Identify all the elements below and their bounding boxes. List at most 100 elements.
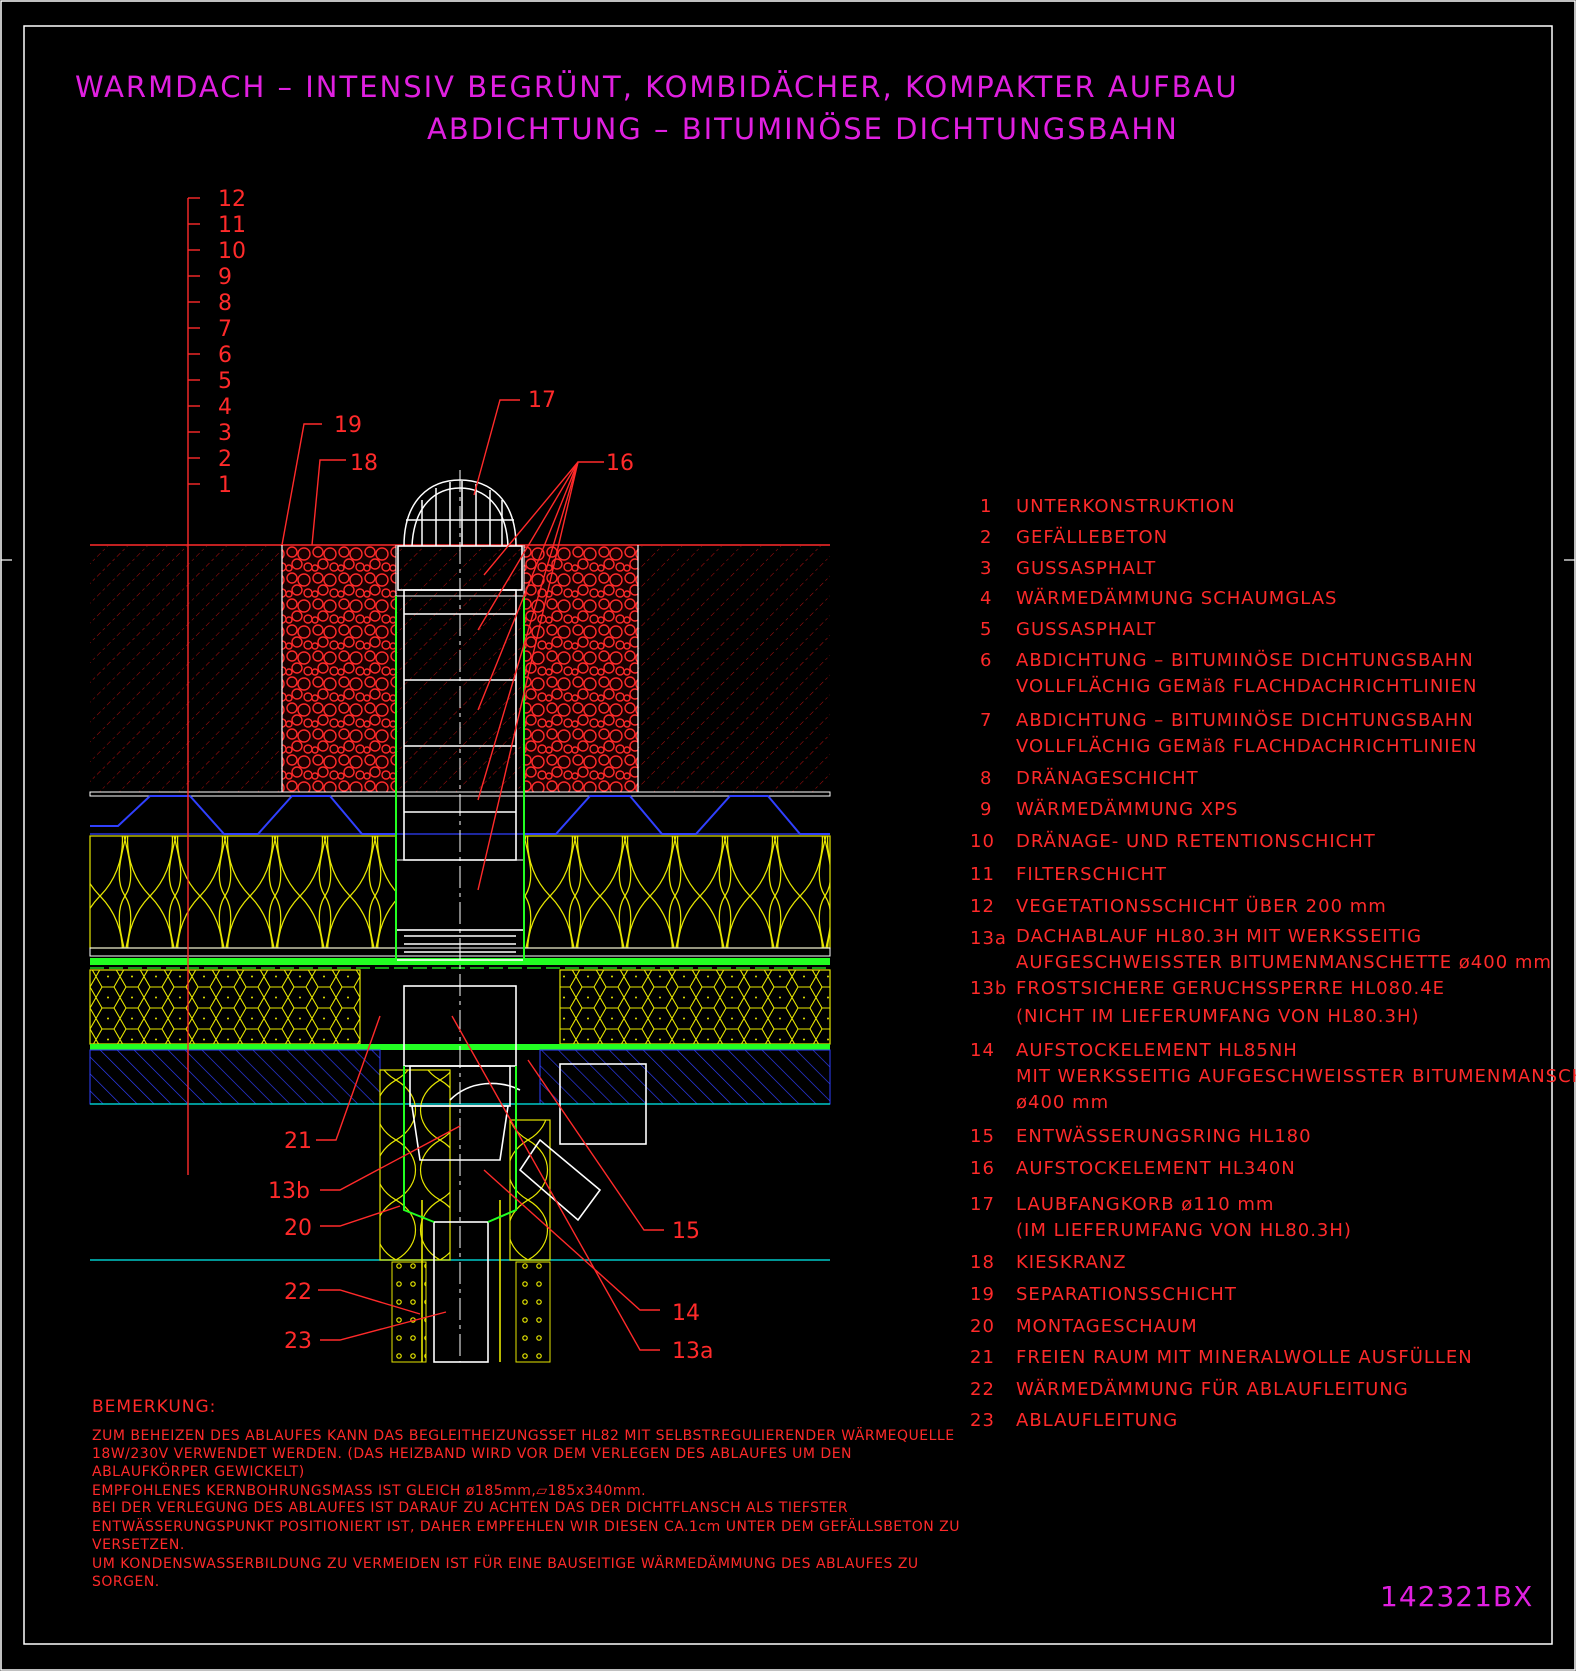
- xps-insulation-left: [89, 835, 397, 949]
- scale-label: 1: [218, 473, 232, 498]
- scale-label: 3: [218, 421, 232, 446]
- legend-num-10: 10: [970, 831, 995, 852]
- gravel-ring-right: [524, 546, 638, 792]
- callout-13b: 13b: [268, 1179, 310, 1204]
- legend-num-21: 21: [970, 1347, 995, 1368]
- remark-line: ABLAUFKÖRPER GEWICKELT): [92, 1462, 305, 1480]
- legend-text-14b: MIT WERKSSEITIG AUFGESCHWEISSTER BITUMEN…: [1016, 1066, 1576, 1087]
- legend-text-13b-a: FROSTSICHERE GERUCHSSPERRE HL080.4E: [1016, 978, 1445, 999]
- remark-line: ENTWÄSSERUNGSPUNKT POSITIONIERT IST, DAH…: [92, 1517, 960, 1535]
- foam-glass-right: [559, 969, 831, 1045]
- legend-num-8: 8: [980, 768, 992, 789]
- legend-num-11: 11: [970, 864, 995, 885]
- remark-line: SORGEN.: [92, 1574, 160, 1590]
- inner-frame: [23, 25, 1553, 1645]
- slope-concrete-left: [89, 1049, 381, 1105]
- membrane-upper: [90, 958, 830, 965]
- legend-text-17a: LAUBFANGKORB ø110 mm: [1016, 1194, 1274, 1215]
- legend-text-22: WÄRMEDÄMMUNG FÜR ABLAUFLEITUNG: [1016, 1378, 1409, 1400]
- legend-text-9: WÄRMEDÄMMUNG XPS: [1016, 799, 1238, 820]
- legend-text-17b: (IM LIEFERUMFANG VON HL80.3H): [1016, 1220, 1352, 1241]
- remark-line: 18W/230V VERWENDET WERDEN. (DAS HEIZBAND…: [92, 1446, 852, 1462]
- legend-text-7b: VOLLFLÄCHIG GEMäß FLACHDACHRICHTLINIEN: [1016, 736, 1477, 757]
- legend-text-21: FREIEN RAUM MIT MINERALWOLLE AUSFÜLLEN: [1016, 1346, 1473, 1368]
- foam-glass-left: [89, 969, 361, 1045]
- title-line-2: ABDICHTUNG – BITUMINÖSE DICHTUNGSBAHN: [427, 112, 1179, 146]
- legend-text-20: MONTAGESCHAUM: [1016, 1316, 1198, 1337]
- legend-text-5: GUSSASPHALT: [1016, 619, 1156, 640]
- callout-16: 16: [606, 451, 634, 476]
- xps-insulation-right: [523, 835, 831, 949]
- legend-text-8: DRÄNAGESCHICHT: [1016, 768, 1199, 789]
- callout-15: 15: [672, 1219, 700, 1244]
- callout-19: 19: [334, 413, 362, 438]
- legend-num-7: 7: [980, 710, 992, 731]
- scale-label: 5: [218, 369, 232, 394]
- remark-line: ZUM BEHEIZEN DES ABLAUFES KANN DAS BEGLE…: [92, 1426, 955, 1444]
- pipe-insulation-left: [391, 1261, 427, 1363]
- remark: BEMERKUNG: ZUM BEHEIZEN DES ABLAUFES KAN…: [92, 1397, 960, 1590]
- legend-num-16: 16: [970, 1158, 995, 1179]
- legend-text-19: SEPARATIONSSCHICHT: [1016, 1284, 1237, 1305]
- legend-text-7a: ABDICHTUNG – BITUMINÖSE DICHTUNGSBAHN: [1016, 709, 1474, 731]
- legend-num-5: 5: [980, 619, 992, 640]
- legend-text-6a: ABDICHTUNG – BITUMINÖSE DICHTUNGSBAHN: [1016, 649, 1474, 671]
- callout-23: 23: [284, 1329, 312, 1354]
- legend-num-12: 12: [970, 896, 995, 917]
- drawing-code: 142321BX: [1380, 1580, 1533, 1613]
- remark-line: BEI DER VERLEGUNG DES ABLAUFES IST DARAU…: [92, 1500, 848, 1516]
- slope-concrete-right: [539, 1049, 831, 1105]
- scale-label: 9: [218, 265, 232, 290]
- roof-section: [89, 470, 831, 1363]
- gravel-ring-left: [282, 546, 396, 792]
- legend-num-18: 18: [970, 1252, 995, 1273]
- legend-text-3: GUSSASPHALT: [1016, 558, 1156, 579]
- scale-label: 8: [218, 291, 232, 316]
- legend-text-10: DRÄNAGE- UND RETENTIONSCHICHT: [1016, 831, 1376, 852]
- remark-line: EMPFOHLENES KERNBOHRUNGSMASS IST GLEICH …: [92, 1483, 646, 1499]
- legend-text-13a-a: DACHABLAUF HL80.3H MIT WERKSSEITIG: [1016, 926, 1422, 947]
- legend-num-17: 17: [970, 1194, 995, 1215]
- callout-20: 20: [284, 1216, 312, 1241]
- layer-scale-labels: 12 11 10 9 8 7 6 5 4 3 2 1: [218, 187, 246, 498]
- scale-label: 2: [218, 447, 232, 472]
- remark-line: UM KONDENSWASSERBILDUNG ZU VERMEIDEN IST…: [92, 1554, 919, 1572]
- legend-text-2: GEFÄLLEBETON: [1016, 527, 1168, 548]
- legend-text-13b-b: (NICHT IM LIEFERUMFANG VON HL80.3H): [1016, 1006, 1420, 1027]
- title-line-1: WARMDACH – INTENSIV BEGRÜNT, KOMBIDÄCHER…: [75, 70, 1239, 104]
- legend-num-15: 15: [970, 1126, 995, 1147]
- scale-label: 4: [218, 395, 232, 420]
- legend-text-14c: ø400 mm: [1016, 1092, 1109, 1113]
- legend-text-11: FILTERSCHICHT: [1016, 864, 1167, 885]
- legend-text-15: ENTWÄSSERUNGSRING HL180: [1016, 1126, 1312, 1147]
- legend-num-14: 14: [970, 1040, 995, 1061]
- legend-num-22: 22: [970, 1379, 995, 1400]
- legend-text-4: WÄRMEDÄMMUNG SCHAUMGLAS: [1016, 588, 1337, 609]
- legend-num-3: 3: [980, 558, 992, 579]
- callout-21: 21: [284, 1129, 312, 1154]
- legend-num-6: 6: [980, 650, 992, 671]
- callout-14: 14: [672, 1301, 700, 1326]
- pipe-insulation-right: [515, 1261, 551, 1363]
- scale-label: 6: [218, 343, 232, 368]
- callout-22: 22: [284, 1280, 312, 1305]
- scale-label: 12: [218, 187, 246, 212]
- callout-18: 18: [350, 451, 378, 476]
- legend-text-6b: VOLLFLÄCHIG GEMäß FLACHDACHRICHTLINIEN: [1016, 676, 1477, 697]
- legend-num-2: 2: [980, 527, 992, 548]
- remark-line: VERSETZEN.: [92, 1537, 185, 1553]
- legend-num-20: 20: [970, 1316, 995, 1337]
- leader-lines: [281, 399, 664, 1351]
- callout-13a: 13a: [672, 1339, 713, 1364]
- legend-text-1: UNTERKONSTRUKTION: [1016, 496, 1235, 517]
- callout-17: 17: [528, 388, 556, 413]
- legend-text-23: ABLAUFLEITUNG: [1016, 1410, 1178, 1431]
- mounting-foam-left: [379, 1069, 451, 1261]
- legend-num-4: 4: [980, 588, 992, 609]
- scale-label: 11: [218, 213, 246, 238]
- legend-num-9: 9: [980, 799, 992, 820]
- callouts: 17 16 19 18 21 13b 20 22 23 15 14 13a: [268, 388, 713, 1364]
- scale-label: 7: [218, 317, 232, 342]
